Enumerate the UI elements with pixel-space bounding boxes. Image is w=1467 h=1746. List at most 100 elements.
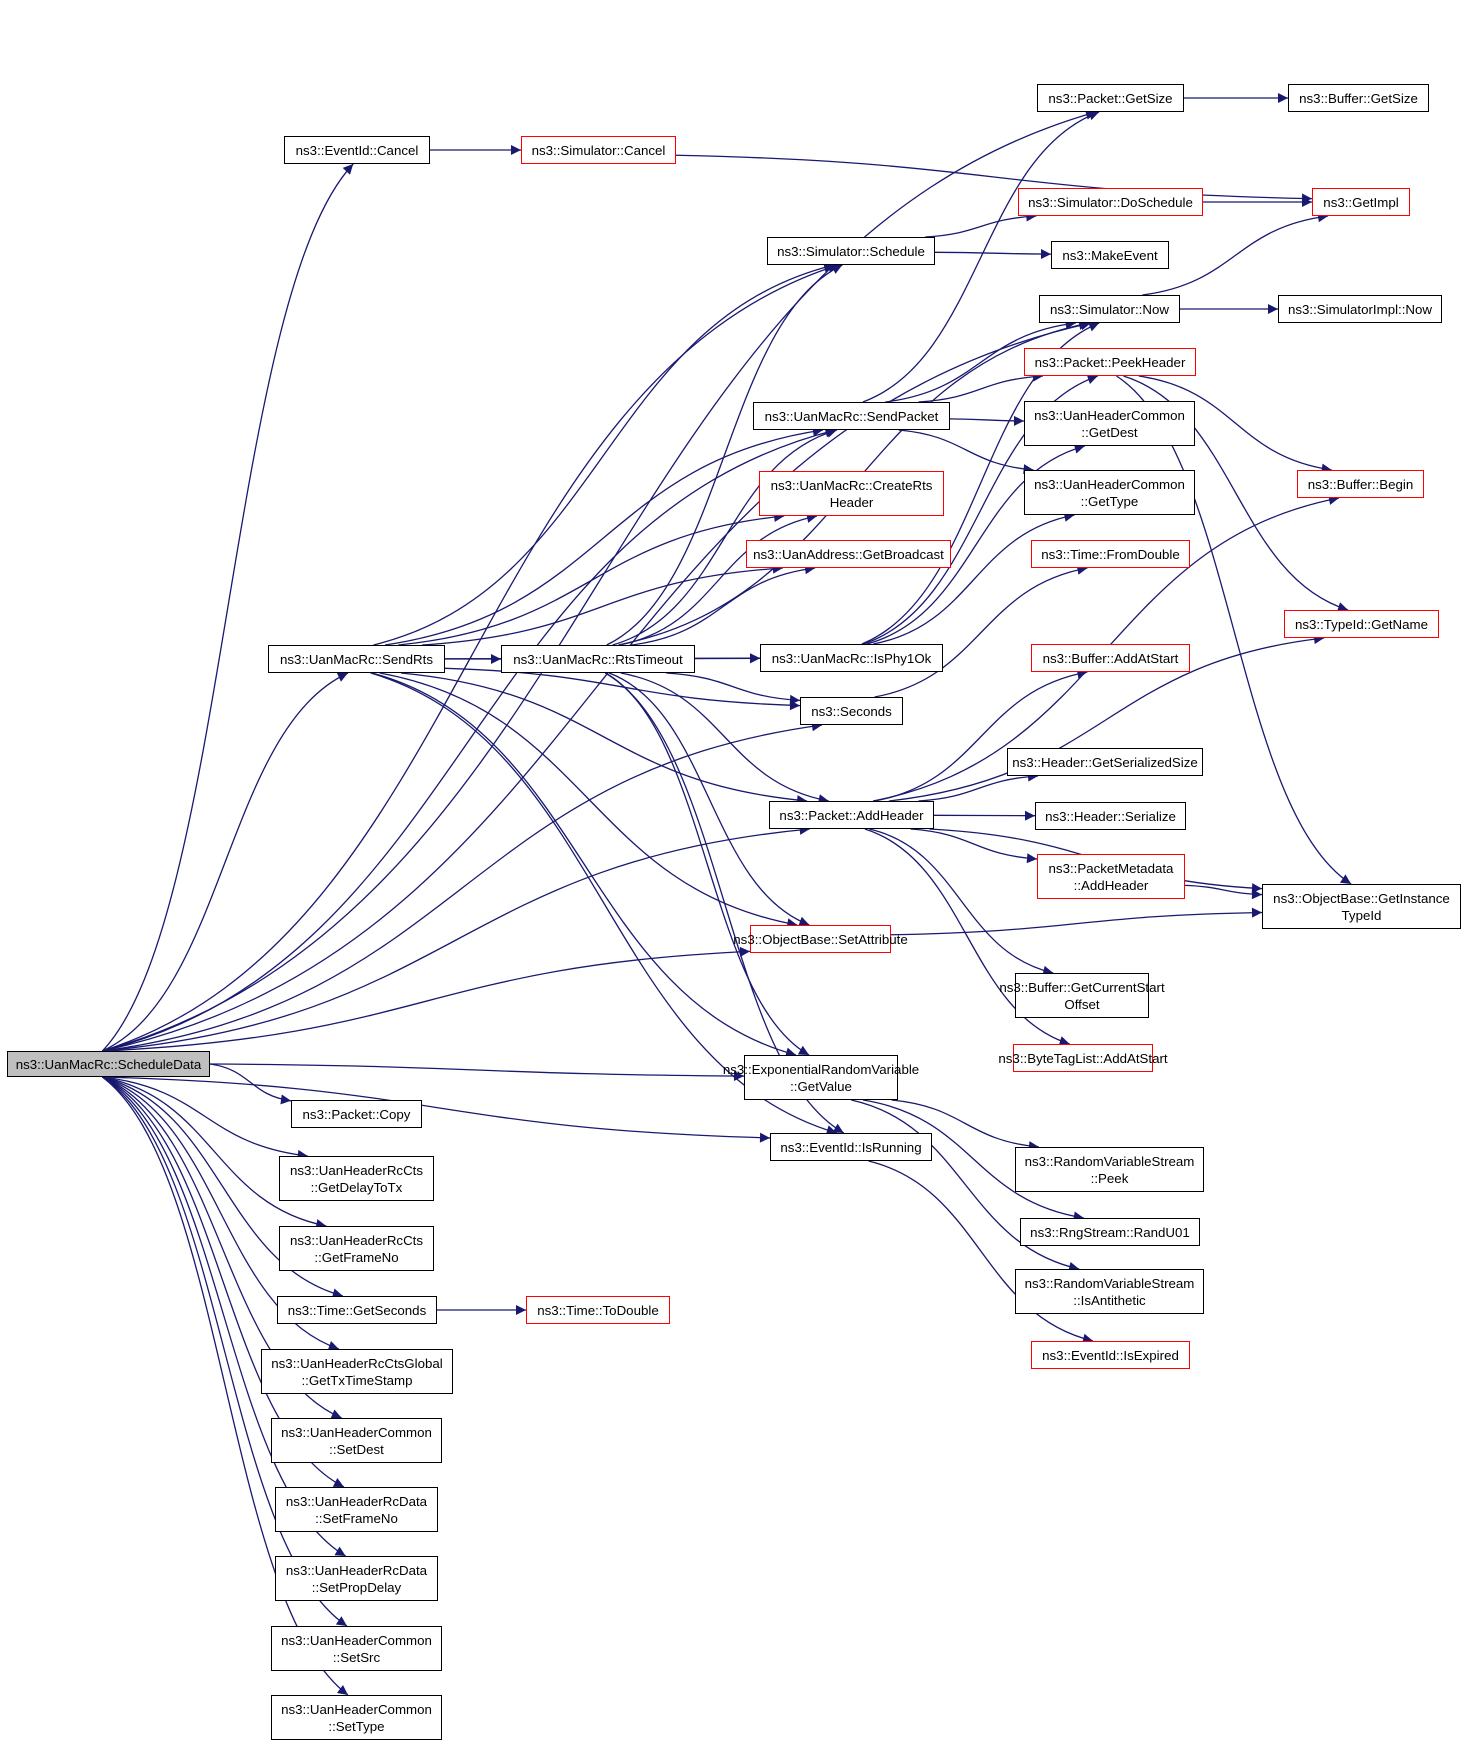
call-edge-AddHeader-to-GetCurrentStartOffset <box>869 828 1054 976</box>
call-edge-SendPacket-to-PeekHeader <box>918 371 1044 403</box>
node-uanmacrc-creartsheader[interactable]: ns3::UanMacRc::CreateRts Header <box>759 471 944 516</box>
node-exponentialrandomvariable-getvalue[interactable]: ns3::ExponentialRandomVariable ::GetValu… <box>723 1055 919 1100</box>
call-edge-ScheduleData-to-PacketGetSize <box>102 109 1097 1052</box>
node-uanheaderrccts-getdelaytotx[interactable]: ns3::UanHeaderRcCts ::GetDelayToTx <box>279 1156 434 1201</box>
call-edge-ScheduleData-to-SetAttribute <box>102 946 751 1052</box>
call-edge-ScheduleData-to-AddHeader <box>102 824 810 1052</box>
call-edge-ScheduleData-to-Seconds <box>102 721 823 1052</box>
call-edge-RtsTimeout-to-AddHeader <box>620 672 829 805</box>
node-simulator-cancel[interactable]: ns3::Simulator::Cancel <box>521 136 676 164</box>
call-edge-IsPhy1Ok-to-GetType <box>873 511 1075 645</box>
node-uanheadercommon-setsrc[interactable]: ns3::UanHeaderCommon ::SetSrc <box>271 1626 442 1671</box>
node-header-getserializedsize[interactable]: ns3::Header::GetSerializedSize <box>1007 748 1203 776</box>
call-edge-ScheduleData-to-SendRts <box>102 672 349 1052</box>
call-edge-AddHeader-to-PMAddHeader <box>910 828 1038 864</box>
call-edge-ExpGetValue-to-IsAntithetic <box>851 1099 1080 1272</box>
node-randomvariablestream-isantithetic[interactable]: ns3::RandomVariableStream ::IsAntithetic <box>1015 1269 1204 1314</box>
call-edge-ScheduleData-to-GetTxTimeStamp <box>102 1076 340 1351</box>
call-edge-RtsTimeout-to-ExpGetValue <box>605 672 810 1056</box>
node-packet-peekheader[interactable]: ns3::Packet::PeekHeader <box>1024 348 1196 376</box>
node-eventid-isexpired[interactable]: ns3::EventId::IsExpired <box>1031 1341 1190 1369</box>
call-edge-ScheduleData-to-EventIdCancel <box>101 163 354 1052</box>
call-edge-ScheduleData-to-Schedule <box>102 263 839 1052</box>
call-edge-Schedule-to-DoSchedule <box>925 211 1037 238</box>
call-edge-SendRts-to-SetAttribute <box>379 672 798 929</box>
call-edge-AddHeader-to-BTLAddAtStart <box>864 828 1070 1046</box>
call-edge-ExpGetValue-to-RandU01 <box>862 1099 1084 1222</box>
node-uanheaderrcdata-setframeno[interactable]: ns3::UanHeaderRcData ::SetFrameNo <box>275 1487 438 1532</box>
node-objectbase-setattribute[interactable]: ns3::ObjectBase::SetAttribute <box>733 925 908 953</box>
call-edge-SendRts-to-SendPacket <box>384 426 824 646</box>
node-schedule-data[interactable]: ns3::UanMacRc::ScheduleData <box>7 1051 210 1077</box>
call-edge-RtsTimeout-to-SendPacket <box>612 427 838 646</box>
call-edge-SendPacket-to-SimNow <box>885 319 1076 403</box>
call-edge-RtsTimeout-to-Seconds <box>666 672 801 705</box>
node-simulator-schedule[interactable]: ns3::Simulator::Schedule <box>767 237 935 265</box>
node-packetmetadata-addheader[interactable]: ns3::PacketMetadata ::AddHeader <box>1037 854 1185 899</box>
call-edge-ScheduleData-to-CtsGetFrameNo <box>102 1076 327 1229</box>
node-rngstream-randu01[interactable]: ns3::RngStream::RandU01 <box>1020 1218 1200 1246</box>
node-packet-get-size[interactable]: ns3::Packet::GetSize <box>1037 84 1184 112</box>
call-edge-SendPacket-to-PacketGetSize <box>862 110 1100 403</box>
call-edge-PeekHeader-to-TypeIdGetName <box>1123 375 1349 612</box>
node-uanmacrc-sendrts[interactable]: ns3::UanMacRc::SendRts <box>268 645 445 673</box>
node-randomvariablestream-peek[interactable]: ns3::RandomVariableStream ::Peek <box>1015 1147 1204 1192</box>
call-edge-SendPacket-to-GetDest <box>949 415 1025 426</box>
call-edge-ScheduleData-to-GetDelayToTx <box>102 1076 308 1160</box>
call-edge-SendRts-to-AddHeader <box>400 672 808 806</box>
node-time-fromdouble[interactable]: ns3::Time::FromDouble <box>1031 540 1190 568</box>
call-edge-Seconds-to-FromDouble <box>874 564 1088 698</box>
node-uanheaderrcdata-setpropdelay[interactable]: ns3::UanHeaderRcData ::SetPropDelay <box>275 1556 438 1601</box>
node-uanheadercommon-gettype[interactable]: ns3::UanHeaderCommon ::GetType <box>1024 470 1195 515</box>
node-uanheaderrccts-getframeno[interactable]: ns3::UanHeaderRcCts ::GetFrameNo <box>279 1226 434 1271</box>
node-simulator-now[interactable]: ns3::Simulator::Now <box>1039 295 1180 323</box>
call-edge-SendRts-to-Schedule <box>373 262 835 646</box>
call-edge-SendRts-to-ExpGetValue <box>371 672 797 1058</box>
node-buffer-addatstart[interactable]: ns3::Buffer::AddAtStart <box>1031 644 1190 672</box>
node-objectbase-getinstancetypeid[interactable]: ns3::ObjectBase::GetInstance TypeId <box>1262 884 1461 929</box>
node-uanheadercommon-getdest[interactable]: ns3::UanHeaderCommon ::GetDest <box>1024 401 1195 446</box>
node-uanheadercommon-setdest[interactable]: ns3::UanHeaderCommon ::SetDest <box>271 1418 442 1463</box>
call-edge-IsPhy1Ok-to-PeekHeader <box>863 374 1098 645</box>
node-uanaddress-getbroadcast[interactable]: ns3::UanAddress::GetBroadcast <box>746 540 951 568</box>
node-uanmacrc-isphy1ok[interactable]: ns3::UanMacRc::IsPhy1Ok <box>760 644 943 672</box>
node-uanheaderrcctsglobal-gettxtimestamp[interactable]: ns3::UanHeaderRcCtsGlobal ::GetTxTimeSta… <box>261 1349 453 1394</box>
call-edge-SendRts-to-GetBroadcast <box>422 563 783 646</box>
call-edge-IsRunning-to-IsExpired <box>868 1160 1094 1344</box>
node-makeevent[interactable]: ns3::MakeEvent <box>1051 241 1169 269</box>
node-time-getseconds[interactable]: ns3::Time::GetSeconds <box>277 1296 437 1324</box>
call-edge-SimNow-to-GetImpl <box>1142 212 1329 296</box>
node-uanmacrc-rtstimeout[interactable]: ns3::UanMacRc::RtsTimeout <box>501 645 695 673</box>
call-edge-Schedule-to-MakeEvent <box>934 249 1052 260</box>
node-simulatorimpl-now[interactable]: ns3::SimulatorImpl::Now <box>1278 295 1442 323</box>
node-eventid-isrunning[interactable]: ns3::EventId::IsRunning <box>770 1133 932 1161</box>
node-eventid-cancel[interactable]: ns3::EventId::Cancel <box>284 136 430 164</box>
node-header-serialize[interactable]: ns3::Header::Serialize <box>1035 802 1186 830</box>
node-buffer-begin[interactable]: ns3::Buffer::Begin <box>1297 470 1424 498</box>
node-bytetaglist-addatstart[interactable]: ns3::ByteTagList::AddAtStart <box>998 1044 1168 1072</box>
call-edge-RtsTimeout-to-SetAttribute <box>608 672 810 927</box>
call-edge-SendPacket-to-GetType <box>898 429 1034 475</box>
node-typeid-getname[interactable]: ns3::TypeId::GetName <box>1284 610 1439 638</box>
call-edge-SimulatorCancel-to-GetImpl <box>675 154 1313 204</box>
call-edge-SendRts-to-CreateRtsHeader <box>398 512 785 646</box>
call-edge-RtsTimeout-to-Schedule <box>606 264 843 646</box>
node-buffer-get-size[interactable]: ns3::Buffer::GetSize <box>1288 84 1429 112</box>
call-edge-AddHeader-to-GetSerializedSize <box>918 771 1039 802</box>
node-uanheadercommon-settype[interactable]: ns3::UanHeaderCommon ::SetType <box>271 1695 442 1740</box>
call-edge-RtsTimeout-to-CreateRtsHeader <box>619 513 818 646</box>
call-edge-SetAttribute-to-GetInstanceTypeId <box>890 907 1263 936</box>
node-getimpl[interactable]: ns3::GetImpl <box>1312 188 1410 216</box>
node-packet-addheader[interactable]: ns3::Packet::AddHeader <box>769 801 934 829</box>
node-uanmacrc-sendpacket[interactable]: ns3::UanMacRc::SendPacket <box>753 402 950 430</box>
call-edge-ScheduleData-to-PacketCopy <box>209 1063 292 1105</box>
node-buffer-getcurrentstartoffset[interactable]: ns3::Buffer::GetCurrentStart Offset <box>999 973 1165 1018</box>
call-edge-PMAddHeader-to-GetInstanceTypeId <box>1184 884 1263 900</box>
node-simulator-doschedule[interactable]: ns3::Simulator::DoSchedule <box>1018 188 1203 216</box>
node-seconds[interactable]: ns3::Seconds <box>800 697 903 725</box>
call-edge-ExpGetValue-to-RVSPeek <box>891 1099 1040 1152</box>
call-edge-AddHeader-to-TypeIdGetName <box>888 634 1325 802</box>
node-time-todouble[interactable]: ns3::Time::ToDouble <box>526 1296 670 1324</box>
node-packet-copy[interactable]: ns3::Packet::Copy <box>291 1100 422 1128</box>
